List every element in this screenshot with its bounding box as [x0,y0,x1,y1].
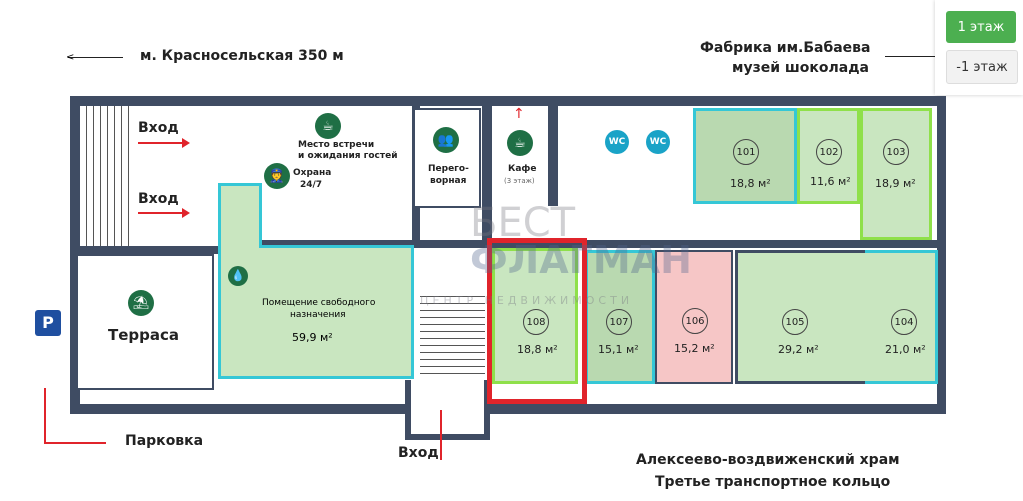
terrace-table-icon: ⛱ [128,290,154,316]
room-108[interactable]: 108 18,8 м² [492,248,578,384]
free-room-top-edge [259,245,414,248]
room-area: 18,9 м² [875,177,916,190]
left-wall-divider [70,246,220,254]
security-label-1: Охрана [293,168,332,178]
room-number: 108 [523,309,549,335]
meeting-place-label-2: и ожидания гостей [298,151,398,161]
entrance-arrow-1 [138,138,190,148]
factory-label-1: Фабрика им.Бабаева [700,40,871,56]
cafe-note: (3 этаж) [504,177,535,185]
stairs-center [420,290,485,380]
room-area: 15,1 м² [598,343,639,356]
room-106[interactable]: 106 15,2 м² [655,250,733,384]
room-101[interactable]: 101 18,8 м² [693,108,797,204]
room-number: 103 [883,139,909,165]
watermark-logo-3: ЦЕНТР НЕДВИЖИМОСТИ [420,294,634,307]
watermark-logo-2: ФЛАГМАН [470,238,692,282]
terrace-label: Терраса [108,326,180,344]
negotiation-label-2: ворная [430,176,467,186]
up-arrow-entrance-icon [440,410,442,460]
room-number: 105 [782,309,808,335]
room-area: 21,0 м² [885,343,926,356]
wc-icon-2: WC [646,130,670,154]
floor-minus1-button[interactable]: -1 этаж [946,50,1018,84]
negotiation-label-1: Перего- [428,164,469,174]
room-number: 104 [891,309,917,335]
parking-sign-icon: P [35,310,61,336]
room-105[interactable]: 105 29,2 м² [735,250,865,384]
room-area: 29,2 м² [778,343,819,356]
room-102[interactable]: 102 11,6 м² [797,108,860,204]
room-area: 18,8 м² [517,343,558,356]
wc-icon-1: WC [605,130,629,154]
arrow-left-icon [68,57,123,58]
up-arrow-icon: ↑ [513,106,525,122]
parking-label: Парковка [125,433,204,449]
wc-wall [548,106,558,206]
free-room-area: 59,9 м² [292,331,333,344]
room-103[interactable]: 103 18,9 м² [860,108,932,240]
room-number: 106 [682,308,708,334]
free-room-label-2: назначения [290,310,346,320]
meeting-place-icon: ☕ [315,113,341,139]
parking-arrow-h [44,442,106,444]
entrance-label-3: Вход [398,445,439,461]
negotiation-icon: 👥 [433,127,459,153]
arrow-left-head: < [66,52,75,63]
parking-arrow-icon [44,388,46,443]
free-purpose-room[interactable] [218,245,414,379]
room-area: 11,6 м² [810,175,851,188]
free-purpose-room-annex[interactable] [218,183,262,249]
arrow-right-icon [885,56,935,57]
room-area: 15,2 м² [674,342,715,355]
floor-1-button[interactable]: 1 этаж [946,11,1016,43]
negotiation-room [413,108,481,208]
room-number: 102 [816,139,842,165]
factory-label-2: музей шоколада [732,60,869,76]
cafe-label: Кафе [508,164,537,174]
security-guard-icon: 👮 [264,163,290,189]
free-room-label-1: Помещение свободного [262,298,376,308]
cafe-wall [482,106,492,246]
security-label-2: 24/7 [300,180,323,190]
room-area: 18,8 м² [730,177,771,190]
metro-label: м. Красносельская 350 м [140,48,344,64]
room-number: 107 [606,309,632,335]
corridor-wall [220,240,937,248]
watermark-logo: БЕСТ [470,200,576,246]
entrance-arrow-2 [138,208,190,218]
selected-room-highlight [487,238,587,404]
coffee-cup-icon: ☕ [507,130,533,156]
meeting-place-label-1: Место встречи [298,140,375,150]
entrance-label-2: Вход [138,191,179,207]
terrace [76,254,214,390]
entrance-vestibule [405,380,490,440]
room-number: 101 [733,139,759,165]
entrance-label-1: Вход [138,120,179,136]
church-label: Алексеево-воздвиженский храм [636,452,900,468]
ring-road-label: Третье транспортное кольцо [655,474,891,490]
stairs-top-left [80,106,130,246]
water-drop-icon: 💧 [228,266,248,286]
